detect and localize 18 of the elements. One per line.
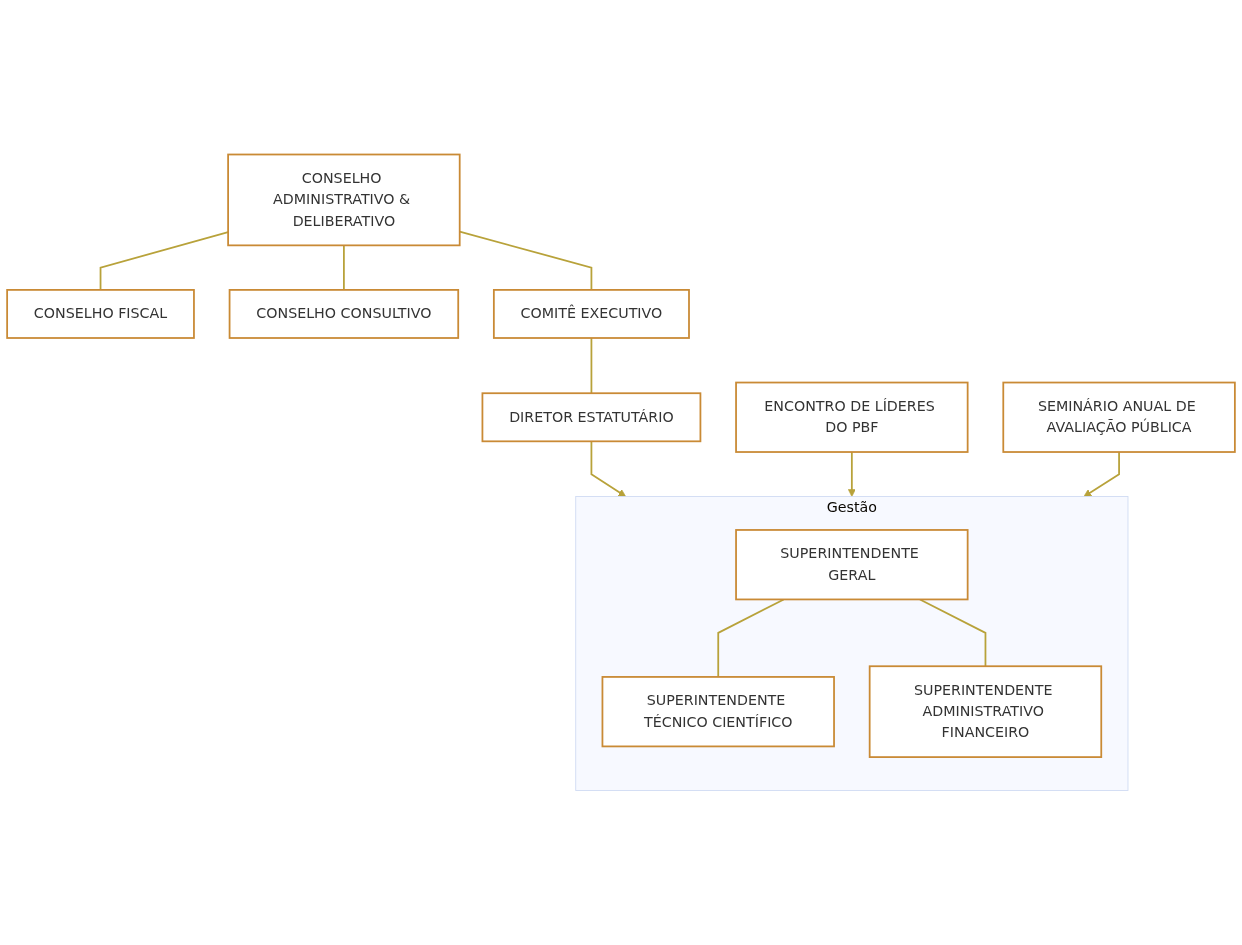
connector bbox=[590, 337, 593, 395]
connector bbox=[717, 598, 785, 678]
arrow bbox=[847, 451, 856, 497]
node-box: SUPERINTENDENTE TÉCNICO CIENTÍFICO bbox=[601, 676, 835, 748]
node-box: SUPERINTENDENTE GERAL bbox=[735, 529, 969, 601]
connector bbox=[343, 244, 345, 291]
connector bbox=[919, 598, 987, 668]
node-box: CONSELHO FISCAL bbox=[6, 289, 195, 339]
node-box: CONSELHO CONSULTIVO bbox=[228, 289, 460, 339]
arrow bbox=[1083, 451, 1120, 497]
node-box: ENCONTRO DE LÍDERES DO PBF bbox=[735, 381, 969, 453]
node-box: DIRETOR ESTATUTÁRIO bbox=[481, 392, 702, 443]
node-box: COMITÊ EXECUTIVO bbox=[492, 289, 690, 339]
arrow bbox=[590, 440, 627, 497]
node-box: CONSELHO ADMINISTRATIVO & DELIBERATIVO bbox=[227, 153, 461, 247]
node-box: SUPERINTENDENTE ADMINISTRATIVO FINANCEIRO bbox=[868, 665, 1103, 758]
node-box: SEMINÁRIO ANUAL DE AVALIAÇÃO PÚBLICA bbox=[1002, 381, 1236, 453]
connector bbox=[99, 231, 229, 291]
